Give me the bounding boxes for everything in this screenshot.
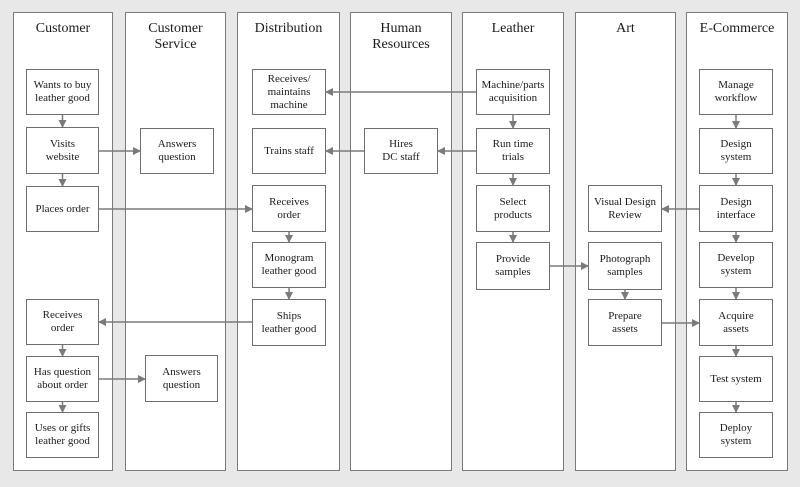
process-box-c6: Uses or gifts leather good [26,412,99,458]
lane-title: Human Resources [372,21,430,52]
process-box-a3: Prepare assets [588,299,662,346]
process-box-c3: Places order [26,186,99,232]
lane-human-resources: Human Resources [350,12,452,471]
lane-title: Leather [491,21,535,36]
process-box-d4: Monogram leather good [252,242,326,288]
lane-title: Customer [35,21,91,36]
process-box-hr1: Hires DC staff [364,128,438,174]
process-box-e7: Deploy system [699,412,773,458]
process-box-c5: Has question about order [26,356,99,402]
process-box-e4: Develop system [699,242,773,288]
process-box-d5: Ships leather good [252,299,326,346]
process-box-cs2: Answers question [145,355,218,402]
process-box-e6: Test system [699,356,773,402]
process-box-e5: Acquire assets [699,299,773,346]
lane-title: Art [616,21,635,36]
process-box-e1: Manage workflow [699,69,773,115]
process-box-a2: Photograph samples [588,242,662,290]
process-box-c2: Visits website [26,127,99,174]
process-box-d1: Receives/ maintains machine [252,69,326,115]
process-box-d3: Receives order [252,185,326,232]
process-box-d2: Trains staff [252,128,326,174]
process-box-l3: Select products [476,185,550,232]
lane-title: Distribution [254,21,323,36]
process-box-l1: Machine/parts acquisition [476,69,550,115]
process-box-l4: Provide samples [476,242,550,290]
process-box-e3: Design interface [699,185,773,232]
lane-title: E-Commerce [699,21,775,36]
process-box-l2: Run time trials [476,128,550,174]
process-box-c1: Wants to buy leather good [26,69,99,115]
process-box-e2: Design system [699,128,773,174]
lane-title: Customer Service [148,21,203,52]
process-box-cs1: Answers question [140,128,214,174]
lane-customer-service: Customer Service [125,12,226,471]
process-box-a1: Visual Design Review [588,185,662,232]
process-box-c4: Receives order [26,299,99,345]
lane-art: Art [575,12,676,471]
